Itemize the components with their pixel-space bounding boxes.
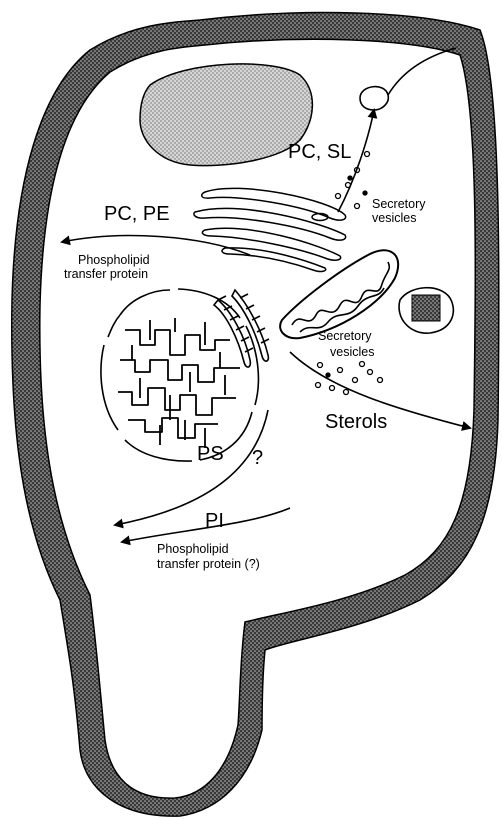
label-ps: PS: [197, 443, 224, 465]
label-secretory-vesicles-top-1: Secretory: [372, 197, 426, 211]
label-ptp-top-1: Phospholipid: [78, 253, 150, 267]
label-ptp-bottom-2: transfer protein (?): [157, 557, 260, 571]
label-secretory-vesicles-mid-1: Secretory: [318, 329, 372, 343]
label-pc-sl: PC, SL: [288, 141, 351, 163]
label-pc-pe: PC, PE: [104, 203, 170, 225]
label-sterols: Sterols: [325, 411, 387, 433]
peroxisome: [399, 288, 453, 333]
label-question: ?: [252, 447, 263, 469]
label-pi: PI: [205, 510, 224, 532]
vacuole: [140, 64, 312, 166]
label-secretory-vesicles-top-2: vesicles: [372, 211, 416, 225]
label-ptp-top-2: transfer protein: [64, 267, 148, 281]
label-secretory-vesicles-mid-2: vesicles: [330, 345, 374, 359]
label-ptp-bottom-1: Phospholipid: [157, 542, 229, 556]
